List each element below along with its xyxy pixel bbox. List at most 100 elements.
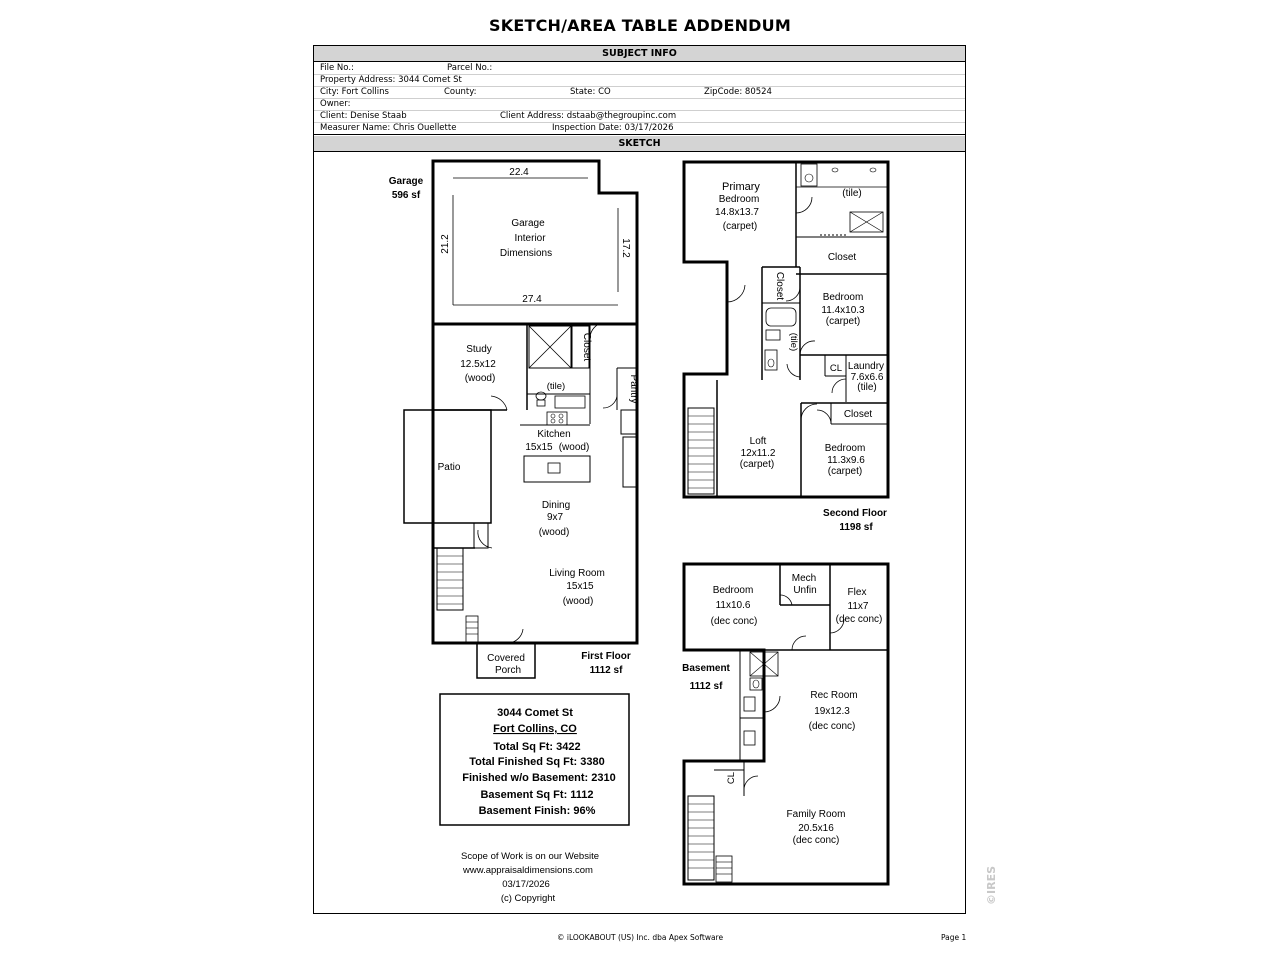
sketch-header: SKETCH bbox=[314, 136, 965, 152]
dining-dims: 9x7 bbox=[547, 512, 564, 523]
kitchen-name: Kitchen bbox=[537, 429, 570, 440]
scope-line2: www.appraisaldimensions.com bbox=[462, 865, 593, 876]
loft-name: Loft bbox=[750, 436, 767, 447]
bedroom-b-dims: 11.3x9.6 bbox=[827, 455, 865, 466]
file-no: File No.: bbox=[320, 63, 354, 73]
garage-area: 596 sf bbox=[392, 190, 421, 201]
zipcode: ZipCode: 80524 bbox=[704, 87, 772, 97]
rec-name: Rec Room bbox=[810, 690, 857, 701]
first-floor-plan: Closet Pantry (tile) Patio bbox=[403, 322, 639, 679]
family-dims: 20.5x16 bbox=[798, 823, 834, 834]
patio-label: Patio bbox=[438, 462, 461, 473]
info-row-client: Client: Denise Staab Client Address: dst… bbox=[314, 110, 965, 123]
bedroom-b-name: Bedroom bbox=[825, 443, 866, 454]
dining-finish: (wood) bbox=[539, 527, 570, 538]
ff-pantry: Pantry bbox=[628, 375, 639, 404]
inspection-date: Inspection Date: 03/17/2026 bbox=[552, 123, 674, 133]
laundry-name: Laundry bbox=[848, 361, 884, 372]
ff-closet: Closet bbox=[581, 333, 592, 362]
owner: Owner: bbox=[320, 99, 351, 109]
primary-dims: 14.8x13.7 bbox=[715, 207, 759, 218]
parcel-no: Parcel No.: bbox=[447, 63, 493, 73]
city: City: Fort Collins bbox=[320, 87, 389, 97]
first-floor-outline bbox=[431, 322, 639, 645]
garage-interior-line3: Dimensions bbox=[500, 248, 552, 259]
sf-closet-lower: Closet bbox=[844, 409, 873, 420]
second-floor-label: Second Floor bbox=[823, 508, 887, 519]
second-floor-plan: Primary Bedroom 14.8x13.7 (carpet) (tile… bbox=[682, 160, 890, 533]
summary-basement-finish: Basement Finish: 96% bbox=[479, 805, 596, 817]
ff-bath-finish: (tile) bbox=[547, 381, 565, 392]
county: County: bbox=[444, 87, 477, 97]
summary-box: 3044 Comet St Fort Collins, CO Total Sq … bbox=[439, 693, 630, 826]
basement-label: Basement bbox=[682, 663, 730, 674]
bsmt-bedroom-dims: 11x10.6 bbox=[716, 600, 751, 611]
primary-name: Bedroom bbox=[719, 194, 760, 205]
rec-finish: (dec conc) bbox=[809, 721, 856, 732]
garage-dim-left: 21.2 bbox=[440, 234, 451, 254]
living-finish: (wood) bbox=[563, 596, 594, 607]
laundry-dims: 7.6x6.6 bbox=[851, 372, 884, 383]
basement-outline bbox=[682, 562, 890, 886]
footer-page-number: Page 1 bbox=[941, 933, 967, 942]
second-floor-area: 1198 sf bbox=[839, 522, 873, 533]
page-title: SKETCH/AREA TABLE ADDENDUM bbox=[489, 16, 791, 35]
porch-line1: Covered bbox=[487, 653, 525, 664]
state: State: CO bbox=[570, 87, 611, 97]
living-dims: 15x15 bbox=[566, 581, 594, 592]
covered-porch-outline bbox=[476, 642, 536, 679]
flex-finish: (dec conc) bbox=[836, 614, 883, 625]
ires-watermark: ©IRES bbox=[985, 866, 998, 905]
bedroom-b-finish: (carpet) bbox=[828, 466, 862, 477]
garage-interior-line1: Garage bbox=[511, 218, 545, 229]
mech-line1: Mech bbox=[792, 573, 816, 584]
flex-name: Flex bbox=[848, 587, 867, 598]
loft-finish: (carpet) bbox=[740, 459, 774, 470]
property-address: Property Address: 3044 Comet St bbox=[320, 75, 462, 85]
summary-total: Total Sq Ft: 3422 bbox=[493, 741, 580, 753]
study-dims: 12.5x12 bbox=[460, 359, 496, 370]
kitchen-finish: (wood) bbox=[559, 442, 590, 453]
flex-dims: 11x7 bbox=[848, 601, 869, 612]
sf-bath-finish-top: (tile) bbox=[842, 188, 861, 199]
summary-finished-wo-basement: Finished w/o Basement: 2310 bbox=[462, 772, 615, 784]
sf-closet-vertical: Closet bbox=[774, 272, 785, 301]
info-row-city: City: Fort Collins County: State: CO Zip… bbox=[314, 86, 965, 99]
footer-copyright: © iLOOKABOUT (US) Inc. dba Apex Software bbox=[557, 933, 724, 942]
info-row-measurer: Measurer Name: Chris Ouellette Inspectio… bbox=[314, 122, 965, 135]
garage-interior-line2: Interior bbox=[514, 233, 546, 244]
dining-name: Dining bbox=[542, 500, 570, 511]
mech-line2: Unfin bbox=[793, 585, 816, 596]
rec-dims: 19x12.3 bbox=[814, 706, 850, 717]
scope-line1: Scope of Work is on our Website bbox=[461, 851, 599, 862]
kitchen-dims: 15x15 bbox=[525, 442, 553, 453]
measurer-name: Measurer Name: Chris Ouellette bbox=[320, 123, 457, 133]
family-finish: (dec conc) bbox=[793, 835, 840, 846]
addendum-frame: SUBJECT INFO File No.: Parcel No.: Prope… bbox=[313, 45, 966, 914]
bedroom-a-dims: 11.4x10.3 bbox=[821, 305, 865, 316]
patio-outline bbox=[403, 409, 492, 524]
bsmt-cl: CL bbox=[726, 772, 737, 784]
bsmt-bedroom-finish: (dec conc) bbox=[711, 616, 758, 627]
summary-total-finished: Total Finished Sq Ft: 3380 bbox=[469, 756, 604, 768]
sf-closet-top: Closet bbox=[828, 252, 857, 263]
sf-bath-finish-mid: (tile) bbox=[788, 333, 799, 351]
primary-finish: (carpet) bbox=[723, 221, 757, 232]
bedroom-a-name: Bedroom bbox=[823, 292, 864, 303]
bsmt-bedroom-name: Bedroom bbox=[713, 585, 754, 596]
garage-dim-right: 17.2 bbox=[620, 238, 631, 258]
client-address: Client Address: dstaab@thegroupinc.com bbox=[500, 111, 677, 121]
basement-plan: Bedroom 11x10.6 (dec conc) Mech Unfin Fl… bbox=[682, 562, 890, 886]
first-floor-area: 1112 sf bbox=[590, 665, 623, 676]
subject-info-header: SUBJECT INFO bbox=[314, 46, 965, 62]
study-finish: (wood) bbox=[465, 373, 496, 384]
info-row-address: Property Address: 3044 Comet St bbox=[314, 74, 965, 87]
summary-address: 3044 Comet St bbox=[497, 707, 573, 719]
info-row-owner: Owner: bbox=[314, 98, 965, 111]
scope-line3: 03/17/2026 bbox=[502, 879, 550, 890]
laundry-finish: (tile) bbox=[857, 382, 876, 393]
scope-line4: (c) Copyright bbox=[501, 893, 556, 904]
garage-dim-top: 22.4 bbox=[509, 167, 529, 178]
study-name: Study bbox=[466, 344, 492, 355]
summary-basement-sqft: Basement Sq Ft: 1112 bbox=[480, 789, 593, 801]
